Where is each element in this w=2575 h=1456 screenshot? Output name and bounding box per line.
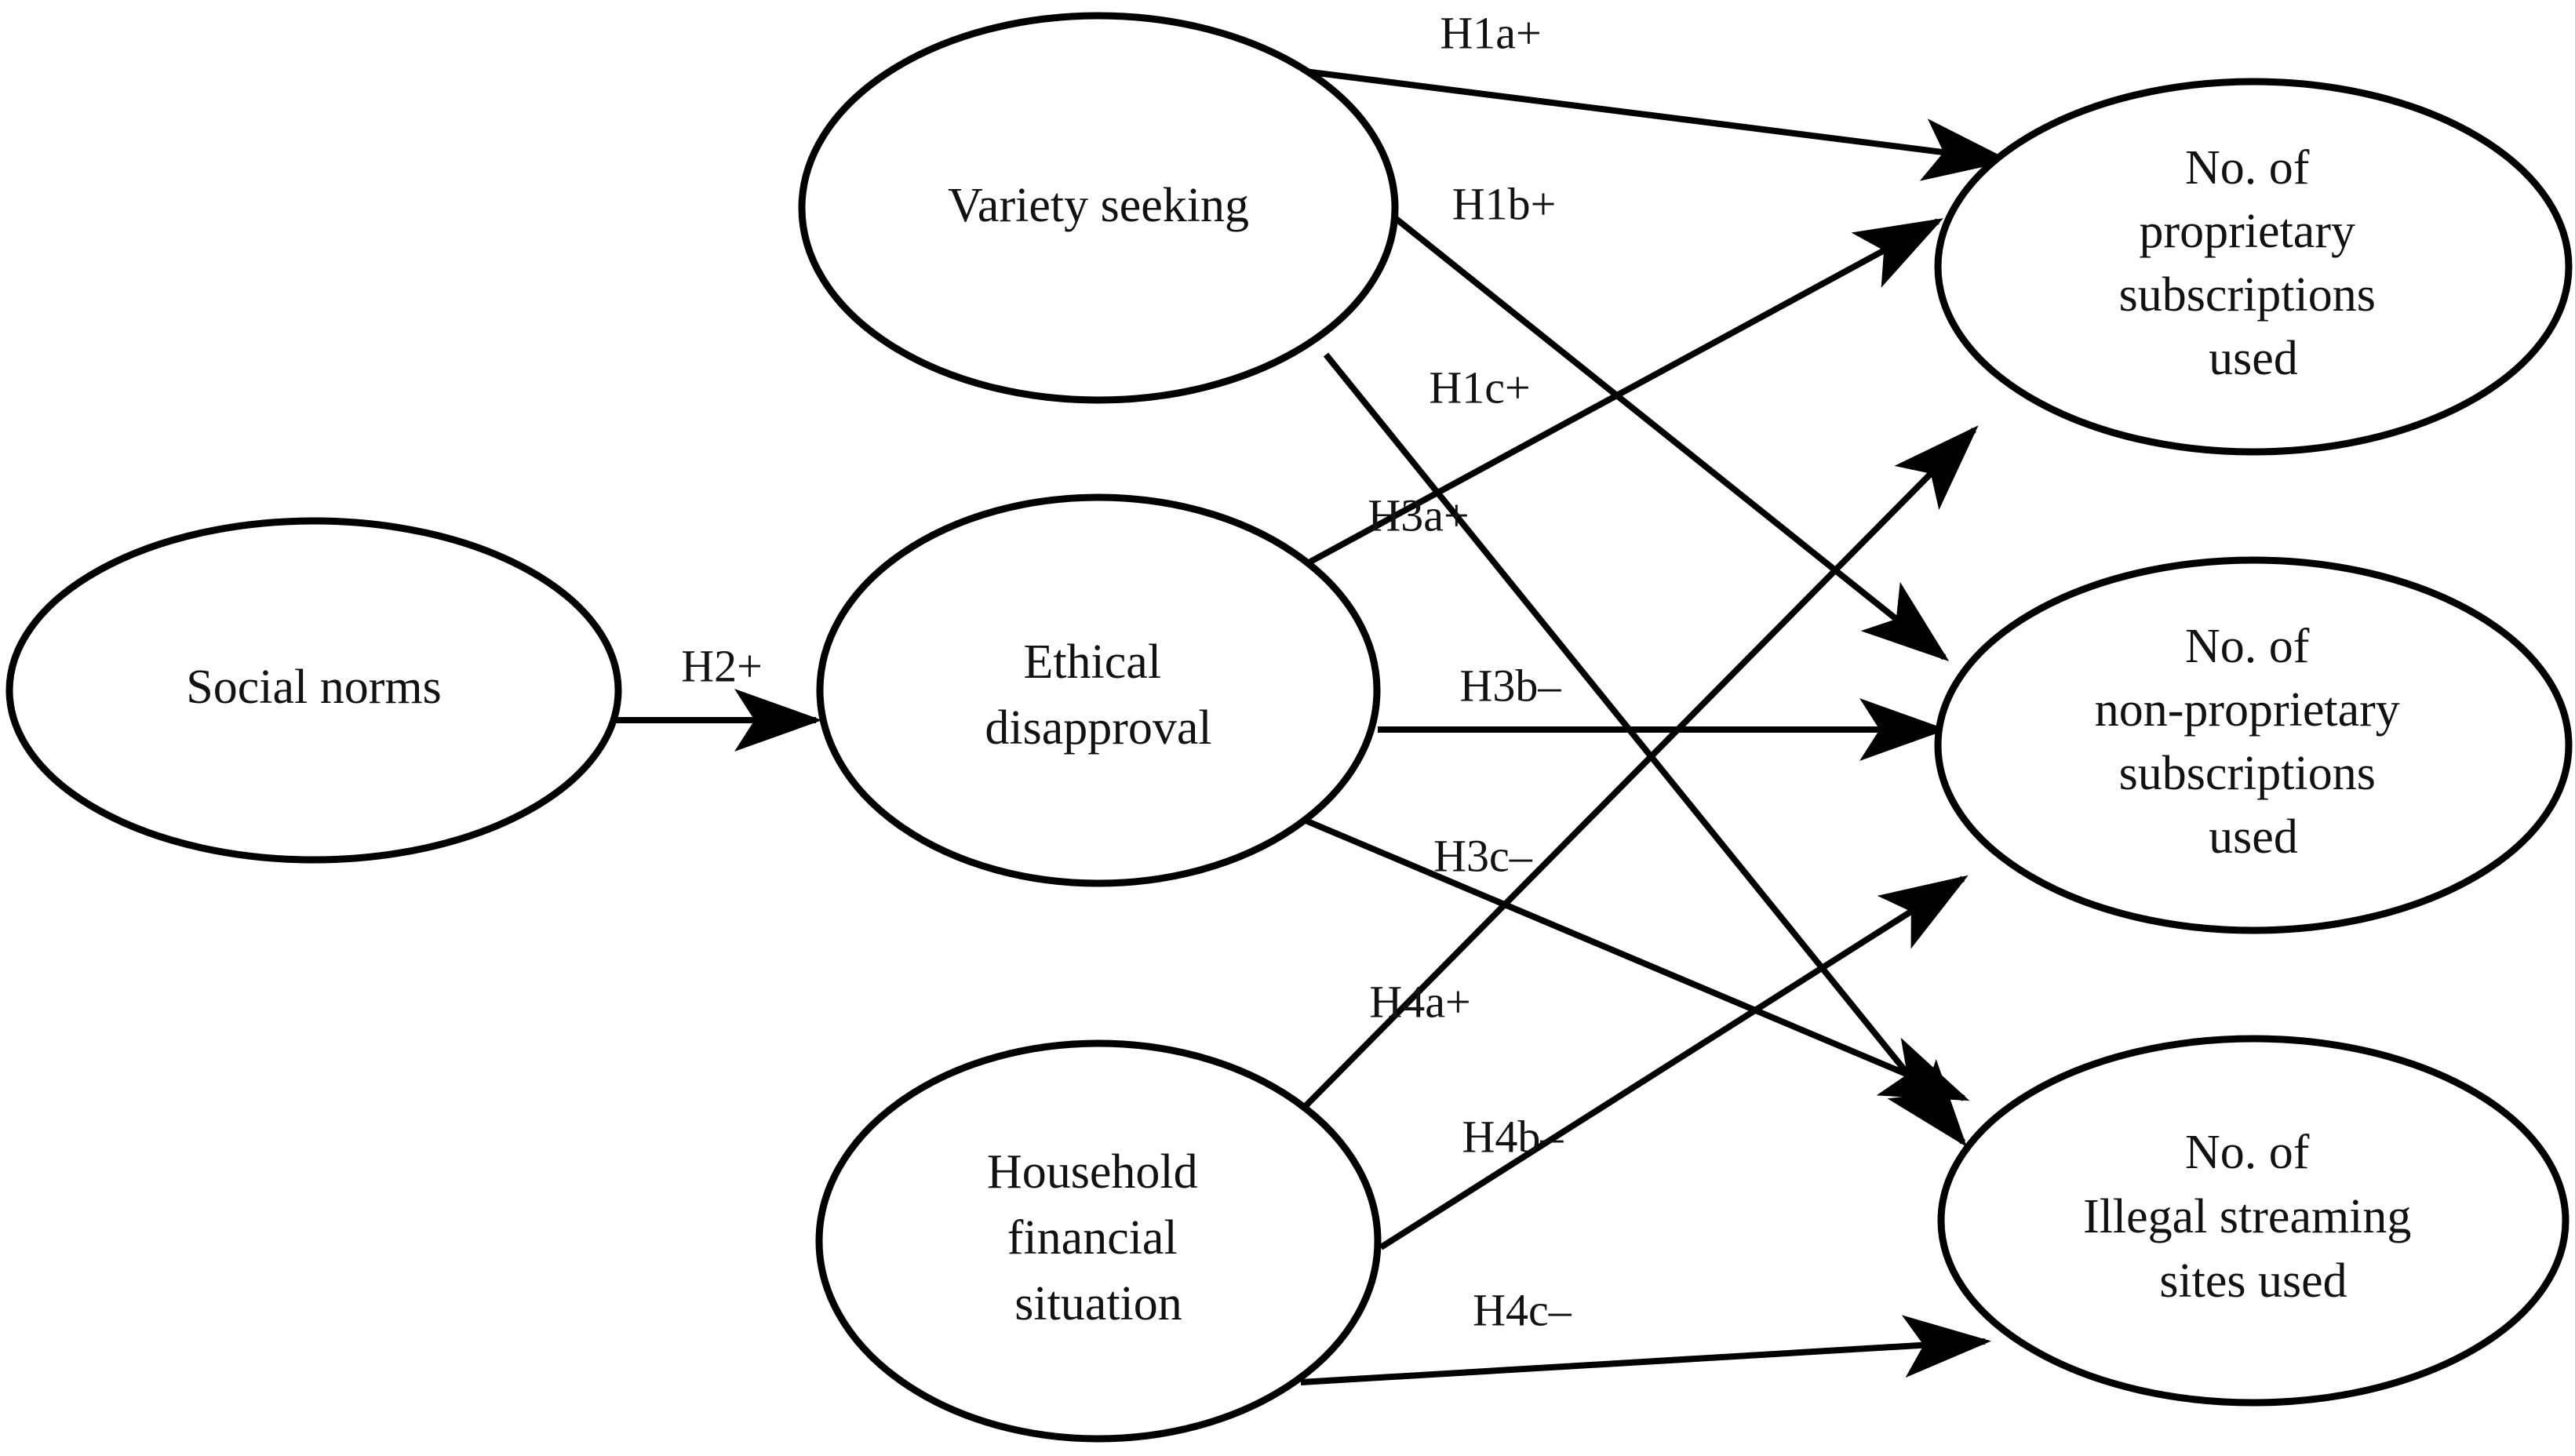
edge-h3c: H3c– bbox=[1293, 813, 1970, 1101]
node-label-line: proprietary bbox=[2140, 205, 2355, 258]
node-label-line: subscriptions bbox=[2119, 268, 2376, 322]
node-ethical-disapproval-shape[interactable] bbox=[816, 493, 1381, 887]
node-label-line: Ethical bbox=[1023, 635, 1161, 689]
node-ethical-disapproval[interactable]: Ethical disapproval bbox=[816, 493, 1381, 887]
node-variety-seeking-label: Variety seeking bbox=[948, 179, 1249, 232]
node-label-line: Variety seeking bbox=[948, 179, 1249, 232]
edge-h1c-line bbox=[1323, 352, 1968, 1148]
edge-h3b: H3b– bbox=[1378, 660, 1947, 761]
edge-label-h1a: H1a+ bbox=[1440, 7, 1541, 58]
edge-label-h4c: H4c– bbox=[1473, 1284, 1572, 1335]
edge-h1c: H1c+ bbox=[1323, 352, 1968, 1148]
node-label-line: Social norms bbox=[186, 661, 441, 714]
edge-label-h4a: H4a+ bbox=[1369, 976, 1470, 1027]
node-label-line: sites used bbox=[2159, 1254, 2347, 1308]
node-ethical-disapproval-label: Ethical disapproval bbox=[985, 635, 1211, 755]
edge-h4b-line bbox=[1379, 875, 1969, 1250]
node-variety-seeking[interactable]: Variety seeking bbox=[798, 12, 1399, 404]
edge-h1a-line bbox=[1298, 67, 2011, 181]
node-proprietary-subscriptions-label: No. of proprietary subscriptions used bbox=[2119, 141, 2388, 385]
edge-h4a-line bbox=[1297, 425, 1979, 1115]
node-label-line: disapproval bbox=[985, 701, 1211, 755]
node-illegal-streaming-sites-label: No. of Illegal streaming sites used bbox=[2083, 1126, 2424, 1308]
node-label-line: subscriptions bbox=[2119, 747, 2376, 800]
edge-h3a-line bbox=[1291, 218, 1944, 574]
edge-h1b-line bbox=[1380, 205, 1950, 661]
node-non-proprietary-subscriptions-label: No. of non-proprietary subscriptions use… bbox=[2095, 620, 2413, 864]
edge-label-h1b: H1b+ bbox=[1452, 178, 1557, 229]
edge-h4c: H4c– bbox=[1300, 1284, 1991, 1385]
node-proprietary-subscriptions[interactable]: No. of proprietary subscriptions used bbox=[1934, 78, 2573, 456]
node-variety-seeking-shape[interactable] bbox=[798, 12, 1399, 404]
node-household-financial-situation-label: Household financial situation bbox=[987, 1145, 1210, 1330]
edge-h1b: H1b+ bbox=[1380, 178, 1950, 661]
node-label-line: No. of bbox=[2185, 1126, 2310, 1179]
edge-label-h3b: H3b– bbox=[1460, 660, 1562, 711]
node-illegal-streaming-sites[interactable]: No. of Illegal streaming sites used bbox=[1937, 1035, 2570, 1407]
node-label-line: financial bbox=[1007, 1211, 1178, 1265]
edges-layer: H1a+ H1b+ H1c+ H2+ H3a+ H3b– bbox=[614, 7, 2011, 1385]
node-proprietary-subscriptions-shape[interactable] bbox=[1934, 78, 2573, 456]
edge-label-h1c: H1c+ bbox=[1429, 362, 1530, 413]
edge-h3c-line bbox=[1293, 813, 1970, 1101]
edge-label-h2: H2+ bbox=[681, 640, 763, 691]
edge-h4b: H4b– bbox=[1379, 875, 1969, 1250]
edge-h1a: H1a+ bbox=[1298, 7, 2011, 181]
node-label-line: used bbox=[2209, 810, 2298, 864]
node-label-line: non-proprietary bbox=[2095, 683, 2400, 737]
node-label-line: situation bbox=[1014, 1277, 1182, 1330]
edge-label-h3a: H3a+ bbox=[1368, 490, 1469, 541]
node-non-proprietary-subscriptions-shape[interactable] bbox=[1934, 556, 2573, 934]
nodes-layer: Social norms Variety seeking Ethical dis… bbox=[5, 12, 2573, 1443]
node-social-norms-label: Social norms bbox=[186, 661, 441, 714]
node-label-line: used bbox=[2209, 332, 2298, 385]
node-non-proprietary-subscriptions[interactable]: No. of non-proprietary subscriptions use… bbox=[1934, 556, 2573, 934]
edge-h4c-line bbox=[1300, 1315, 1991, 1385]
node-label-line: No. of bbox=[2185, 141, 2310, 195]
edge-label-h3c: H3c– bbox=[1433, 830, 1533, 881]
node-household-financial-situation-shape[interactable] bbox=[815, 1039, 1382, 1443]
edge-h3a: H3a+ bbox=[1291, 218, 1944, 574]
node-label-line: No. of bbox=[2185, 620, 2310, 673]
node-label-line: Illegal streaming bbox=[2083, 1190, 2411, 1243]
node-social-norms[interactable]: Social norms bbox=[5, 517, 622, 864]
node-illegal-streaming-sites-shape[interactable] bbox=[1937, 1035, 2570, 1407]
node-household-financial-situation[interactable]: Household financial situation bbox=[815, 1039, 1382, 1443]
edge-label-h4b: H4b– bbox=[1462, 1111, 1564, 1162]
edge-h2: H2+ bbox=[614, 640, 822, 752]
node-label-line: Household bbox=[987, 1145, 1198, 1199]
node-social-norms-shape[interactable] bbox=[5, 517, 622, 864]
edge-h4a: H4a+ bbox=[1297, 425, 1979, 1115]
